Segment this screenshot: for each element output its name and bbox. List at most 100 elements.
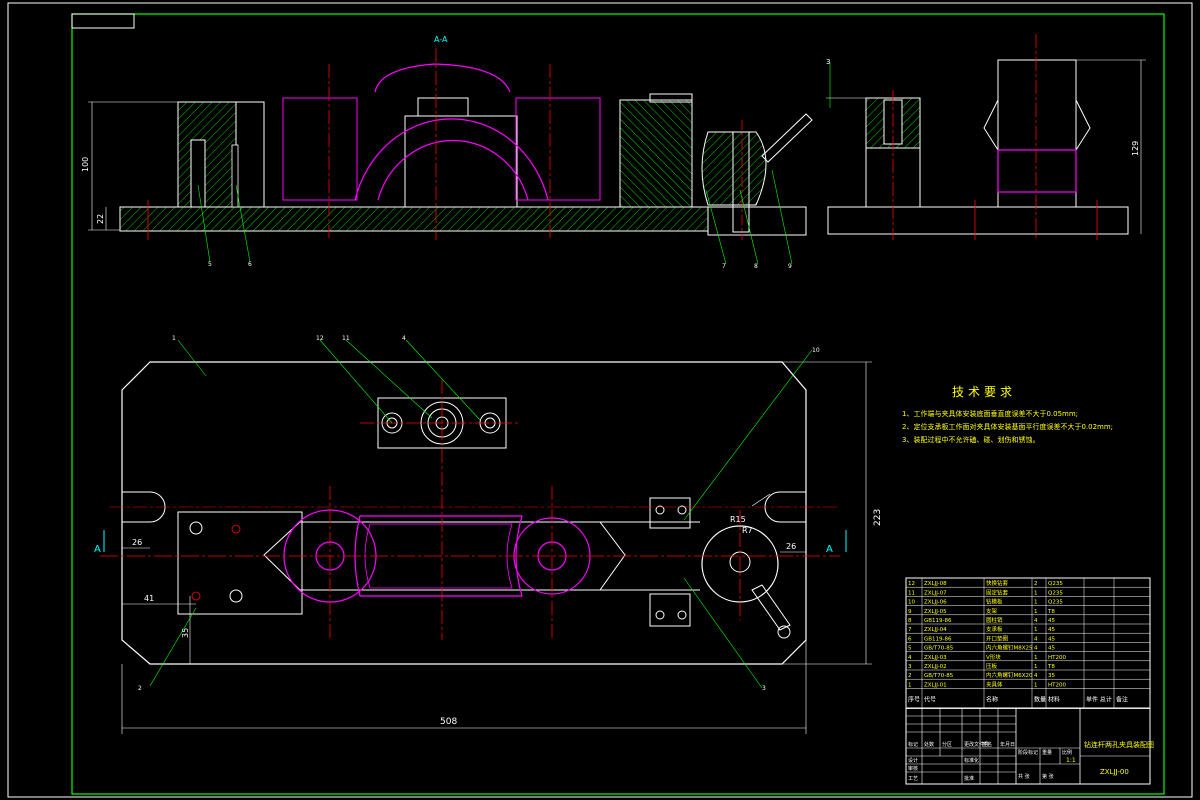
support-plate <box>177 511 303 615</box>
left-block <box>177 101 237 208</box>
right-cap <box>649 93 693 103</box>
bom-cell: 1 <box>1034 664 1038 670</box>
bom-cell: 4 <box>1034 646 1038 652</box>
title-block-label: 阶段标记 <box>1018 749 1038 756</box>
balloon-5: 5 <box>208 261 212 268</box>
handle-front <box>761 113 813 163</box>
bom-cell: 4 <box>1034 673 1038 679</box>
leader-1 <box>177 339 207 377</box>
dim-text-41: 41 <box>144 594 154 603</box>
bom-cell: 5 <box>908 646 912 652</box>
rod-shank <box>354 515 523 597</box>
dim-text-508: 508 <box>440 717 457 727</box>
bom-cell: 4 <box>908 655 912 661</box>
bom-header-cell: 材料 <box>1048 695 1060 703</box>
bom-cell: 45 <box>1048 627 1055 633</box>
dim-text-129: 129 <box>1131 141 1140 156</box>
title-block-label: 重量 <box>1042 749 1052 756</box>
balloon-9: 9 <box>788 263 792 270</box>
bom-cell: 圆柱销 <box>986 616 1003 624</box>
side-bushing-left <box>983 99 999 151</box>
bom-cell: Q235 <box>1048 581 1063 587</box>
v-block <box>263 521 626 591</box>
bom-cell: 45 <box>1048 636 1055 642</box>
bom-cell: 开口垫圈 <box>986 634 1009 642</box>
bom-cell: GB119-86 <box>924 618 952 624</box>
title-block-label: 标准化 <box>964 757 979 764</box>
side-workpiece <box>997 149 1077 193</box>
bom-cell: 内六角螺钉M6X20 <box>986 671 1033 679</box>
bom-cell: GB119-86 <box>924 636 952 642</box>
title-block-label: 签名 <box>982 741 992 748</box>
bom-cell: 4 <box>1034 636 1038 642</box>
clamp-screw-4 <box>677 610 687 620</box>
bom-cell: ZXLJJ-04 <box>924 627 947 633</box>
bom-cell: 35 <box>1048 673 1055 679</box>
cam-knob <box>701 131 767 206</box>
title-block-label: 工艺 <box>908 776 918 782</box>
title-block: 标记处数分区更改文件号签名年月日设计标准化审核工艺批准阶段标记重量比例共 张第 … <box>905 707 1154 785</box>
bom-header-cell: 序号 <box>908 695 920 703</box>
bom-cell: 6 <box>908 636 912 642</box>
balloon-7: 7 <box>722 263 726 270</box>
clamp-screw-2 <box>677 505 687 515</box>
bom-frame <box>905 577 1151 709</box>
bom-cell: 夹具体 <box>986 680 1003 688</box>
side-bushing-right <box>1075 99 1091 151</box>
bom-cell: 内六角螺钉M8X25 <box>986 644 1033 652</box>
bom-cell: 1 <box>1034 600 1038 606</box>
leader-10 <box>683 349 813 521</box>
tech-title: 技术要求 <box>952 385 1016 399</box>
bom-cell: ZXLJJ-01 <box>924 682 947 688</box>
title-block-label: 设计 <box>908 757 918 764</box>
outer-frame <box>7 2 1193 798</box>
title-block-label: 审核 <box>908 765 918 772</box>
plate-screw-3 <box>191 591 201 601</box>
title-block-labels: 标记处数分区更改文件号签名年月日设计标准化审核工艺批准阶段标记重量比例共 张第 … <box>908 741 1072 782</box>
top-view: A A 508 223 26 41 35 26 R15 R7 1 12 11 4… <box>94 335 883 734</box>
title-block-label: 批准 <box>964 775 974 782</box>
bom-cell: 8 <box>908 618 912 624</box>
title-block-label: 共 张 <box>1018 773 1030 780</box>
bom-cell: ZXLJJ-08 <box>924 581 947 587</box>
dim-text-r15: R15 <box>730 515 746 524</box>
section-mark-left: A <box>94 544 101 555</box>
bom-cell: 1 <box>1034 682 1038 688</box>
workpiece-crown <box>374 63 511 93</box>
cam-shaft <box>732 131 750 233</box>
balloon-12: 12 <box>316 335 324 342</box>
bom-cell: 1 <box>1034 609 1038 615</box>
drawing-scale: 1:1 <box>1066 757 1076 764</box>
bom-cell: V形块 <box>986 653 1001 661</box>
bom-cell: 45 <box>1048 646 1055 652</box>
dim-text-r7: R7 <box>742 526 753 535</box>
leader-6 <box>235 184 251 263</box>
balloon-6: 6 <box>248 261 252 268</box>
bom-cell: Q235 <box>1048 590 1063 596</box>
plate-screw-4 <box>229 589 243 603</box>
balloon-10: 10 <box>812 347 820 354</box>
front-section-view: A-A 100 22 <box>81 35 813 270</box>
bom-cell: ZXLJJ-05 <box>924 609 947 615</box>
cam-handle <box>751 584 791 631</box>
side-body <box>997 59 1077 208</box>
dim-text-26-right: 26 <box>786 542 796 551</box>
dim-text-223: 223 <box>873 509 883 526</box>
dim-text-35: 35 <box>181 628 190 638</box>
tech-item-2: 2、定位支承板工作面对夹具体安装基面平行度误差不大于0.02mm; <box>902 422 1113 431</box>
bom-header-cell: 代号 <box>924 695 936 703</box>
bom-cell: 快换钻套 <box>986 579 1009 587</box>
bom-cell: T8 <box>1047 664 1055 670</box>
workpiece-arc-outer <box>354 118 549 201</box>
title-block-label: 更改文件号 <box>964 741 989 748</box>
bom-cell: 支承板 <box>986 625 1003 633</box>
inner-frame <box>71 13 1165 795</box>
bom-cell: 7 <box>908 627 912 633</box>
balloon-2: 2 <box>138 685 142 692</box>
bom-cell: ZXLJJ-03 <box>924 655 947 661</box>
drawing-number: ZXLJJ-00 <box>1100 768 1129 776</box>
clamp-block-top <box>649 497 691 529</box>
bom-cell: 固定钻套 <box>986 588 1009 596</box>
